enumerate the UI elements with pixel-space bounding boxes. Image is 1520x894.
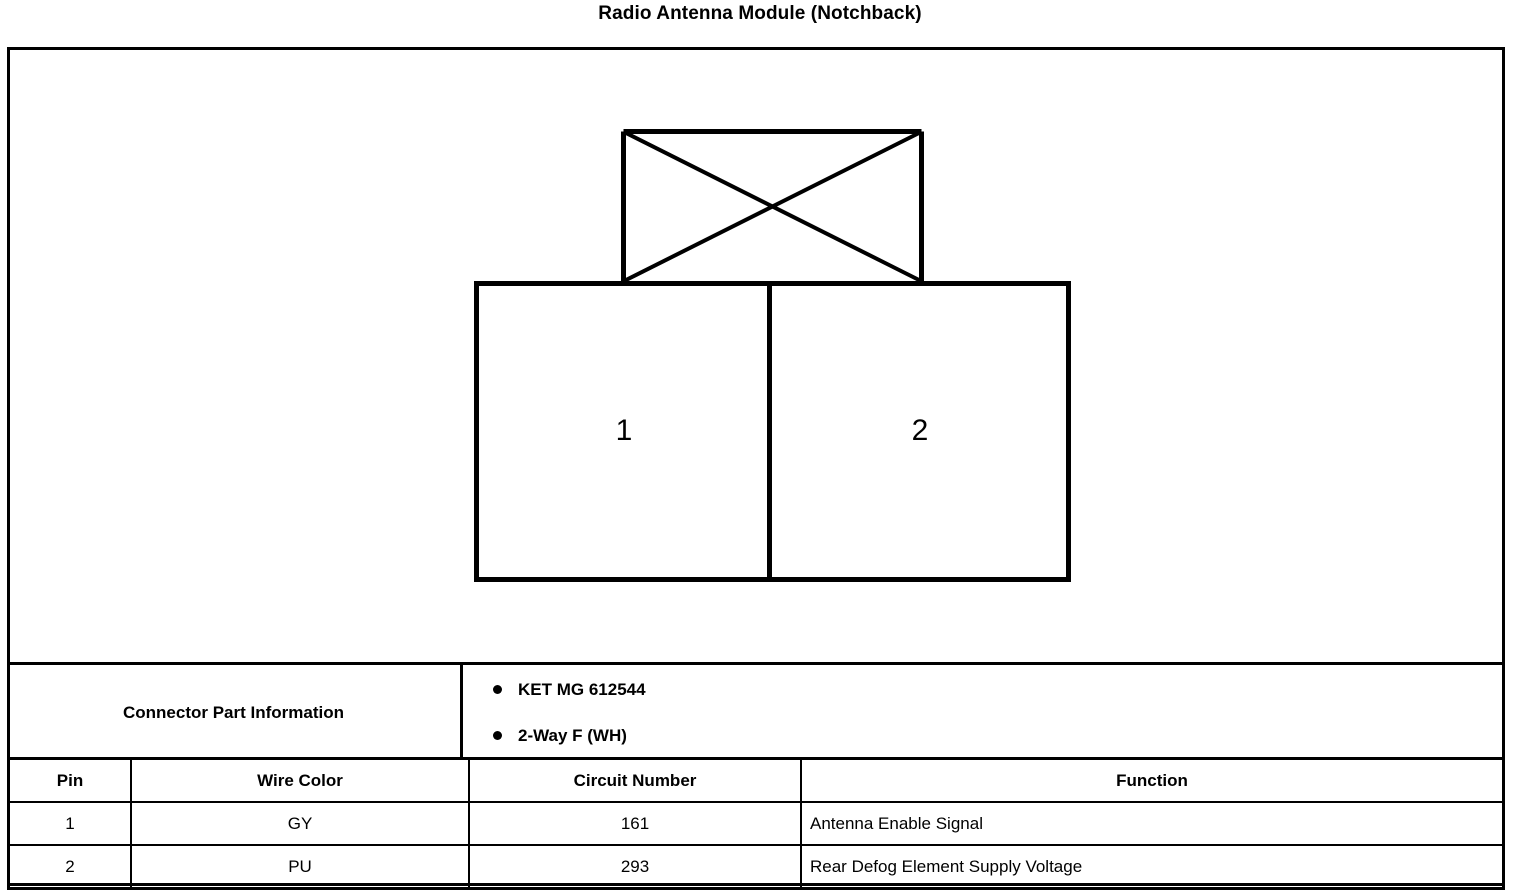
connector-body — [474, 281, 1071, 582]
lock-tab-cross-icon — [623, 130, 922, 283]
cavity-label-1: 1 — [615, 414, 633, 447]
cell-function: Antenna Enable Signal — [800, 801, 1505, 846]
table-header-row: Pin Wire Color Circuit Number Function — [7, 760, 1505, 803]
cell-function: Rear Defog Element Supply Voltage — [800, 844, 1505, 890]
cavity-label-2: 2 — [911, 414, 929, 447]
pin-table: Pin Wire Color Circuit Number Function 1… — [7, 760, 1505, 890]
connector-part-information-label: Connector Part Information — [7, 665, 463, 760]
connector-part-item: 2-Way F (WH) — [493, 713, 1505, 759]
table-row: 1 GY 161 Antenna Enable Signal — [7, 801, 1505, 846]
connector-part-information-values: KET MG 612544 2-Way F (WH) — [463, 665, 1505, 760]
page-title: Radio Antenna Module (Notchback) — [598, 3, 922, 24]
connector-part-item: KET MG 612544 — [493, 667, 1505, 713]
cell-pin: 1 — [7, 801, 132, 846]
connector-way-description: 2-Way F (WH) — [518, 725, 627, 745]
connector-part-number: KET MG 612544 — [518, 679, 646, 699]
table-row: 2 PU 293 Rear Defog Element Supply Volta… — [7, 844, 1505, 890]
connector-part-information-row: Connector Part Information KET MG 612544… — [7, 662, 1505, 760]
column-header-circuit-number: Circuit Number — [468, 760, 802, 803]
cell-wire-color: GY — [130, 801, 470, 846]
cell-circuit-number: 293 — [468, 844, 802, 890]
column-header-pin: Pin — [7, 760, 132, 803]
cell-circuit-number: 161 — [468, 801, 802, 846]
column-header-function: Function — [800, 760, 1505, 803]
connector-lock-tab — [621, 129, 924, 282]
bullet-icon — [493, 685, 502, 694]
connector-illustration: 1 2 — [467, 122, 1073, 584]
cell-wire-color: PU — [130, 844, 470, 890]
column-header-wire-color: Wire Color — [130, 760, 470, 803]
cell-pin: 2 — [7, 844, 132, 890]
bullet-icon — [493, 731, 502, 740]
connector-body-outline — [474, 281, 1071, 582]
